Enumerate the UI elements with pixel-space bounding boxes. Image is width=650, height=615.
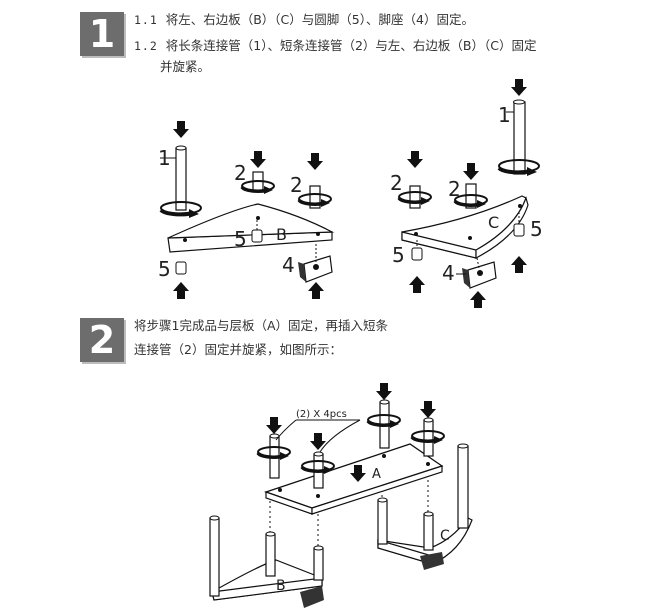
step-2-badge: 2 — [80, 318, 124, 362]
short-tube-2 — [409, 185, 421, 209]
label-c: C — [440, 528, 450, 544]
round-foot-5 — [251, 229, 263, 243]
label-2: 2 — [390, 171, 403, 195]
label-2: 2 — [290, 173, 303, 197]
step-2-line-2: 连接管（2）固定并旋紧，如图所示： — [134, 342, 342, 357]
label-a: A — [372, 467, 381, 482]
label-5: 5 — [234, 227, 247, 251]
step-1-2-text: 将长条连接管（1）、短条连接管（2）与左、右边板（B）（C）固定 — [165, 38, 537, 53]
step-1-line-2: 1.2 将长条连接管（1）、短条连接管（2）与左、右边板（B）（C）固定 — [134, 38, 536, 54]
step-2-line-1: 将步骤1完成品与层板（A）固定，再插入短条 — [134, 318, 389, 333]
label-5: 5 — [530, 217, 543, 241]
step-1-line-1: 1.1 将左、右边板（B）（C）与圆脚（5）、脚座（4）固定。 — [134, 12, 474, 28]
up-arrow-icon — [173, 282, 189, 299]
label-b: B — [276, 225, 287, 244]
up-arrow-icon — [409, 276, 425, 293]
step-1-badge: 1 — [80, 12, 124, 56]
down-arrow-icon — [463, 163, 479, 180]
long-tube-1 — [513, 101, 526, 175]
step-1-2-number: 1.2 — [134, 39, 158, 53]
label-2: 2 — [448, 177, 461, 201]
short-tube — [265, 533, 276, 577]
label-5: 5 — [392, 243, 405, 267]
down-arrow-icon — [250, 151, 266, 168]
label-2: 2 — [234, 161, 247, 185]
up-arrow-icon — [308, 282, 324, 299]
down-arrow-icon — [173, 121, 189, 138]
down-arrow-icon — [407, 151, 423, 168]
step2-assembly: B C A — [209, 383, 473, 608]
step1-left-assembly: 1 2 2 5 5 B 4 — [158, 121, 335, 299]
round-foot-5 — [411, 247, 423, 261]
down-arrow-icon — [511, 79, 527, 96]
down-arrow-icon — [376, 383, 392, 400]
long-tube-1 — [175, 147, 187, 211]
step-1-line-3: 并旋紧。 — [160, 59, 211, 74]
label-b: B — [276, 578, 286, 594]
label-4: 4 — [282, 253, 295, 277]
up-arrow-icon — [511, 256, 527, 273]
label-5: 5 — [158, 257, 171, 281]
short-tube-2 — [309, 185, 321, 209]
round-foot-5 — [513, 223, 525, 237]
board-b-top — [167, 203, 335, 239]
short-tube-2 — [423, 419, 434, 457]
long-tube — [209, 517, 220, 597]
down-arrow-icon — [420, 401, 436, 418]
short-tube — [423, 513, 434, 551]
down-arrow-icon — [307, 153, 323, 170]
callout-label: (2) X 4pcs — [296, 409, 347, 420]
short-tube — [377, 499, 388, 545]
up-arrow-icon — [470, 291, 486, 308]
step-1-1-text: 将左、右边板（B）（C）与圆脚（5）、脚座（4）固定。 — [165, 12, 474, 27]
label-c: C — [488, 213, 499, 232]
label-4: 4 — [442, 261, 455, 285]
label-1: 1 — [158, 146, 171, 170]
short-tube — [313, 547, 324, 581]
label-1: 1 — [498, 103, 511, 127]
long-tube — [457, 445, 469, 529]
down-arrow-icon — [266, 417, 282, 434]
step1-right-assembly: 1 2 2 C 5 5 4 — [390, 79, 543, 308]
step-1-1-number: 1.1 — [134, 13, 158, 27]
round-foot-5 — [175, 261, 187, 275]
